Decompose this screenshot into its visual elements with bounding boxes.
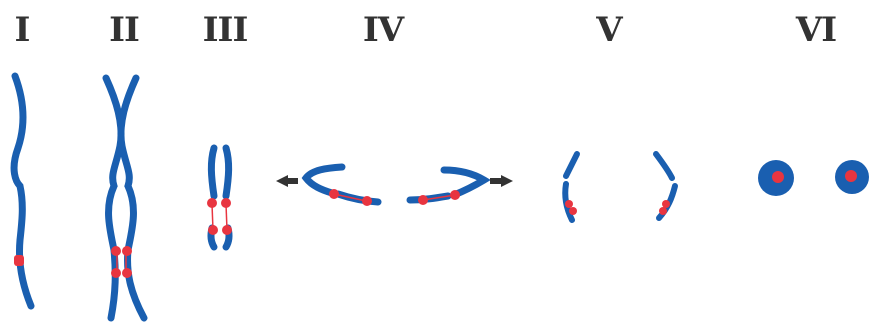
- stage-label-4: IV: [362, 10, 404, 50]
- stage-2-chromatid-left: [102, 74, 125, 322]
- stage-5-centromere: [569, 207, 577, 215]
- stage-6-right-nucleus: [835, 160, 869, 194]
- stage-5-chromatid: [653, 151, 675, 181]
- stage-4-chromatid: [334, 190, 382, 206]
- stage-2-centromere: [111, 246, 121, 256]
- stage-5-chromatid: [563, 151, 580, 179]
- stage-5-left-chromosome: [562, 151, 580, 223]
- stage-label-3: III: [202, 10, 249, 50]
- stage-4-centromere: [450, 190, 460, 200]
- stage-5-centromere: [659, 207, 667, 215]
- stage-3-centromere: [222, 225, 232, 235]
- stage-4-spindle-thread: [333, 193, 367, 202]
- stage-2-centromere: [111, 268, 121, 278]
- stage-1-chromatid: [10, 72, 35, 310]
- stage-4-centromere: [418, 195, 428, 205]
- stage-3-chromatid-upper-left: [207, 144, 218, 200]
- stage-5-centromere: [565, 200, 573, 208]
- stage-6-left-nucleus: [758, 160, 794, 196]
- stage-1-chromosome: [10, 72, 35, 310]
- stage-4-left-chromatid-pair: [301, 163, 382, 206]
- stage-label-1: I: [14, 10, 31, 50]
- stage-2-chromosome: [102, 74, 148, 322]
- stage-5-centromere: [662, 200, 670, 208]
- arrow-right-icon: [490, 175, 513, 187]
- stage-3-centromere: [207, 198, 217, 208]
- stage-5-right-chromosome: [653, 151, 678, 221]
- stage-4-centromere: [329, 189, 339, 199]
- stage-4-chromatid: [301, 163, 346, 197]
- stage-4-right-chromatid-pair: [406, 166, 491, 205]
- stage-3-chromosome: [207, 144, 233, 251]
- stage-label-6: VI: [795, 10, 837, 50]
- stage-4-centromere: [362, 196, 372, 206]
- stage-4-spindle-thread: [422, 194, 456, 201]
- stage-1-centromere: [14, 255, 24, 266]
- stage-label-2: II: [109, 10, 140, 50]
- stage-3-centromere: [221, 198, 231, 208]
- stage-label-5: V: [596, 10, 622, 50]
- stage-6-centromere: [772, 171, 784, 183]
- arrow-left-icon: [276, 175, 298, 187]
- stage-4-chromatid: [440, 166, 491, 199]
- stage-2-chromatid-right: [117, 74, 148, 322]
- stage-2-centromere: [122, 268, 132, 278]
- stage-2-centromere: [122, 246, 132, 256]
- stage-6-centromere: [845, 170, 857, 182]
- stage-3-centromere: [208, 225, 218, 235]
- stage-3-chromatid-upper-right: [222, 144, 233, 200]
